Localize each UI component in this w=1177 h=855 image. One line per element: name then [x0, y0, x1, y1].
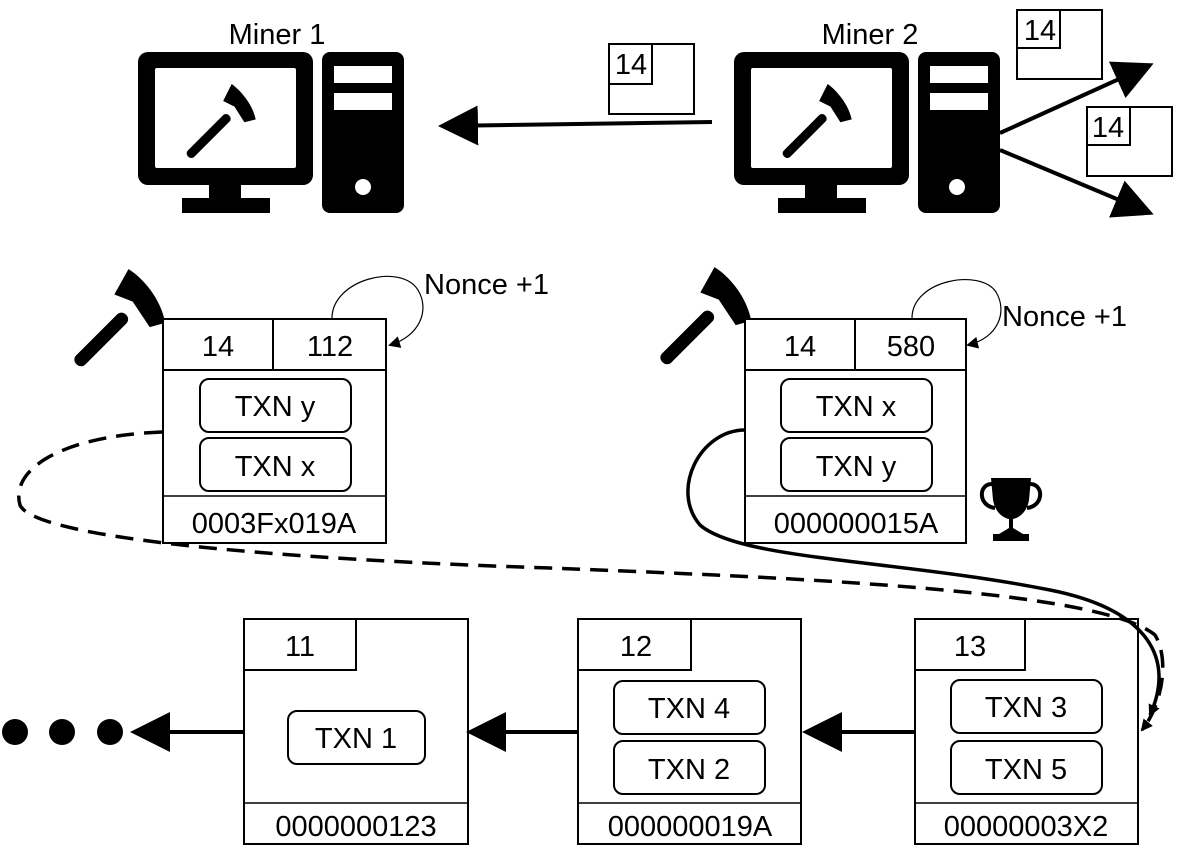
chain-block-12: 12 TXN 4 TXN 2 000000019A [577, 618, 802, 845]
desktop-computer-icon [138, 52, 404, 213]
block-nonce: 112 [307, 331, 353, 363]
broadcast-block-number: 14 [1024, 15, 1056, 47]
block-hash: 0003Fx019A [192, 508, 357, 540]
txn-label: TXN x [235, 451, 316, 483]
broadcast-block-number: 14 [1092, 112, 1124, 144]
candidate-block-miner-2: 14 580 TXN x TXN y 000000015A [744, 318, 967, 544]
block-hash: 0000000123 [275, 811, 436, 843]
block-number: 13 [954, 631, 986, 663]
nonce-increment-loop [331, 275, 424, 348]
hammer-icon [186, 84, 256, 159]
nonce-increment-label: Nonce +1 [424, 269, 549, 301]
broadcast-block-number: 14 [615, 49, 647, 81]
txn-label: TXN 3 [985, 692, 1067, 724]
nonce-increment-label: Nonce +1 [1002, 301, 1127, 333]
txn-label: TXN 1 [315, 723, 397, 755]
txn-label: TXN 4 [648, 693, 730, 725]
block-nonce: 580 [887, 331, 935, 363]
hammer-icon [74, 269, 166, 367]
block-number: 14 [202, 331, 234, 363]
broadcast-arrow-to-miner-1 [438, 105, 713, 146]
hammer-icon [782, 84, 852, 159]
chain-block-11: 11 TXN 1 0000000123 [243, 618, 469, 845]
broadcast-arrow-down [999, 148, 1154, 218]
dashed-link-miner-1-to-block-13 [17, 430, 1165, 732]
miner-2: Miner 2 [734, 19, 1000, 213]
txn-label: TXN y [816, 451, 897, 483]
miner-1-label: Miner 1 [229, 19, 326, 51]
broadcast-arrow-up [999, 61, 1154, 135]
trophy-icon [979, 478, 1043, 541]
block-hash: 00000003X2 [944, 811, 1109, 843]
broadcast-block-up: 14 [1016, 9, 1103, 80]
broadcast-block-to-miner-1: 14 [608, 43, 695, 115]
txn-label: TXN 2 [648, 754, 730, 786]
txn-label: TXN 5 [985, 754, 1067, 786]
chain-block-13: 13 TXN 3 TXN 5 00000003X2 [914, 618, 1139, 845]
ellipsis-icon [2, 719, 123, 745]
block-number: 11 [285, 631, 315, 663]
block-hash: 000000019A [608, 811, 773, 843]
broadcast-block-down: 14 [1086, 106, 1173, 177]
miner-2-label: Miner 2 [822, 19, 919, 51]
desktop-computer-icon [734, 52, 1000, 213]
txn-label: TXN x [816, 391, 897, 423]
block-number: 14 [784, 331, 816, 363]
txn-label: TXN y [235, 391, 316, 423]
miner-1: Miner 1 [138, 19, 404, 213]
solid-link-miner-2-to-block-13 [686, 428, 1161, 717]
candidate-block-miner-1: 14 112 TXN y TXN x 0003Fx019A [162, 318, 387, 544]
nonce-increment-loop [911, 279, 1002, 349]
block-hash: 000000015A [774, 508, 939, 540]
block-number: 12 [620, 631, 652, 663]
hammer-icon [660, 267, 752, 365]
